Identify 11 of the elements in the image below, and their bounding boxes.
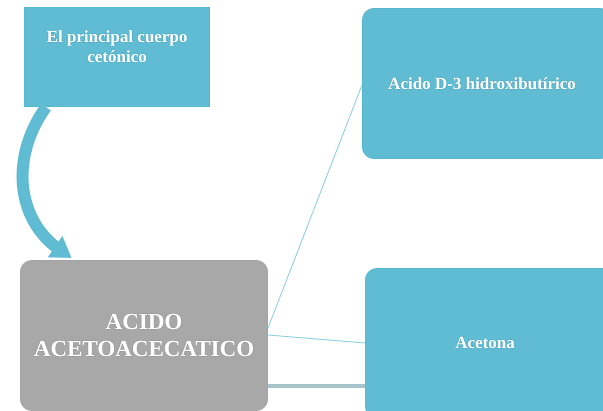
- box-label: Acetona: [455, 333, 515, 353]
- box-label: El principal cuerpo cetónico: [46, 27, 188, 66]
- process-box: [24, 7, 210, 107]
- connector-line: [268, 334, 366, 344]
- process-box: [365, 268, 603, 411]
- process-box: [20, 260, 268, 411]
- box-label: ACIDO ACETOACECATICO: [32, 309, 256, 362]
- connector-line: [268, 84, 362, 328]
- box-label: Acido D-3 hidroxibutírico: [388, 74, 576, 94]
- process-box: [362, 8, 603, 159]
- connector-line: [268, 384, 365, 388]
